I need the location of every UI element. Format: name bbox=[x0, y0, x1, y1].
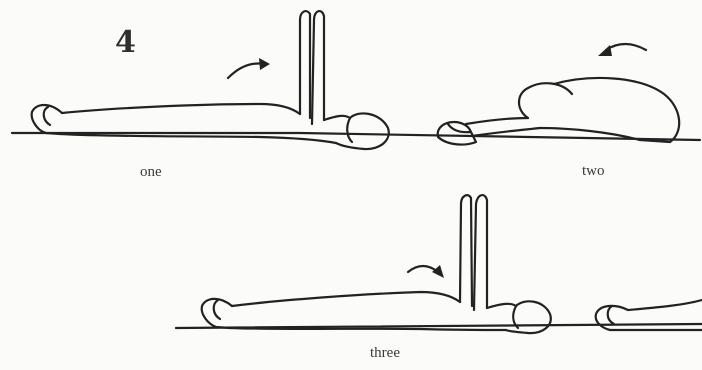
figure-one-body bbox=[62, 104, 300, 114]
figure-two-arms-lower bbox=[472, 128, 540, 136]
caption-three: three bbox=[370, 345, 400, 361]
figure-three-feet-outline bbox=[214, 300, 220, 319]
figure-three-legs bbox=[460, 195, 472, 306]
figure-one-head bbox=[324, 113, 389, 149]
caption-two: two bbox=[582, 163, 605, 179]
panel-three bbox=[176, 195, 702, 333]
figure-two-head bbox=[519, 83, 572, 118]
figure-two-hands bbox=[438, 122, 476, 145]
figure-one-body-underside bbox=[60, 134, 336, 143]
motion-arrow-two bbox=[606, 44, 646, 50]
motion-arrow-one bbox=[228, 64, 264, 78]
figure-two-back bbox=[554, 78, 679, 142]
caption-one: one bbox=[140, 164, 162, 180]
figure-three-feet bbox=[202, 299, 232, 328]
figure-two-arms bbox=[466, 118, 528, 124]
figure-three-body-underside bbox=[230, 328, 506, 330]
motion-arrow-one-head bbox=[259, 58, 270, 70]
figure-one-feet-outline bbox=[44, 107, 50, 125]
floor-line-three bbox=[176, 324, 702, 328]
motion-arrow-three-head bbox=[432, 265, 444, 278]
panel-two bbox=[438, 44, 679, 145]
step-number: 4 bbox=[115, 28, 136, 58]
figure-two-legs bbox=[540, 128, 670, 142]
motion-arrow-two-head bbox=[598, 45, 612, 56]
figure-one-legs bbox=[300, 11, 310, 118]
figure-three-next-feet-outline bbox=[608, 306, 614, 324]
figure-three-legs-inner bbox=[474, 195, 487, 310]
figure-three-body bbox=[232, 292, 460, 306]
figure-one-legs-inner bbox=[312, 11, 324, 124]
figure-one-feet bbox=[32, 105, 62, 134]
figure-one-shoulder bbox=[347, 118, 352, 142]
